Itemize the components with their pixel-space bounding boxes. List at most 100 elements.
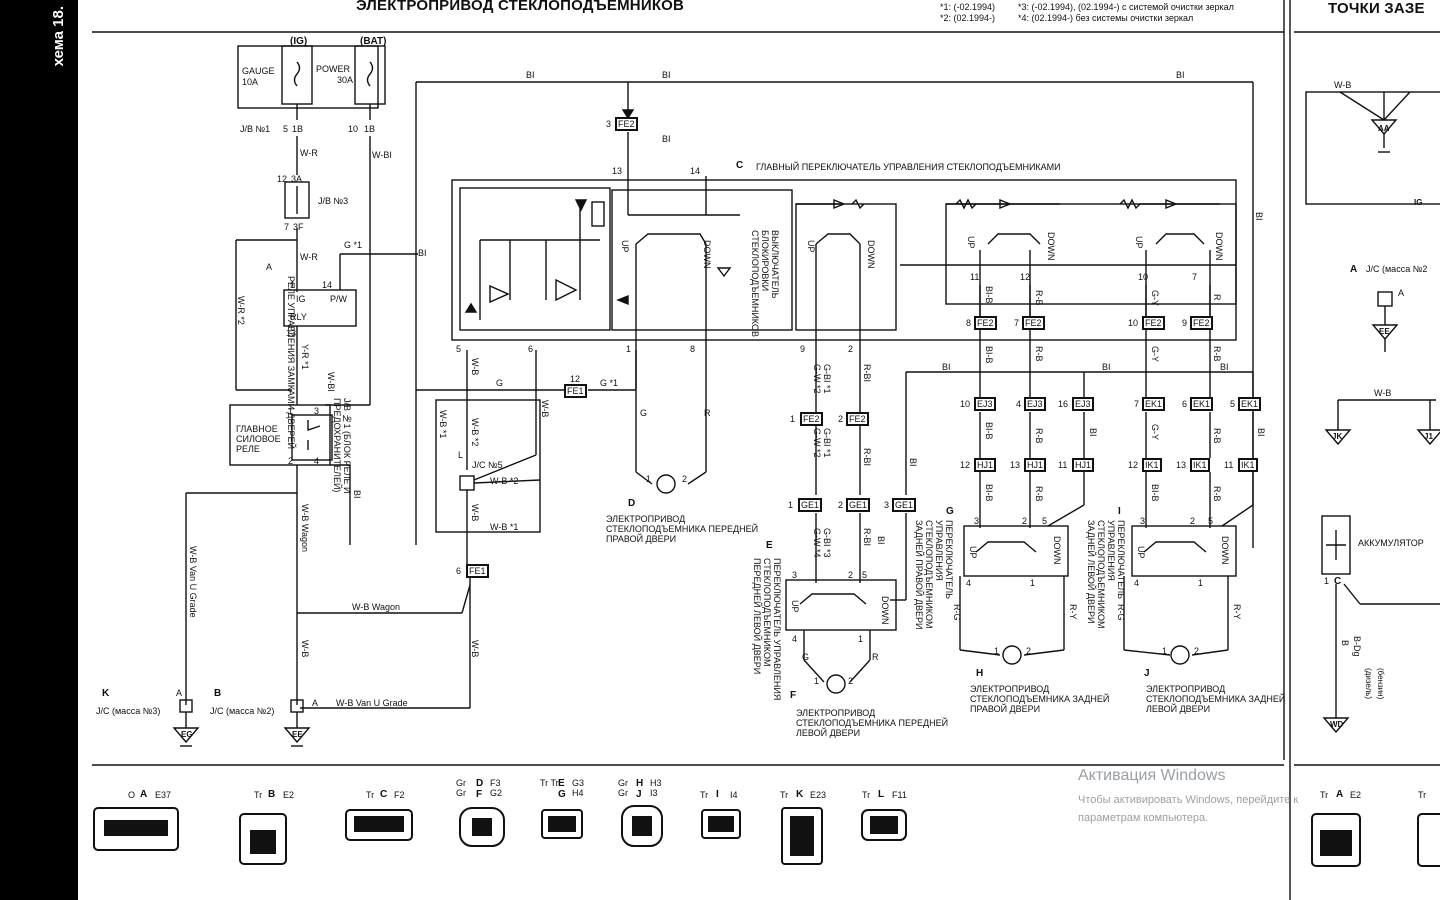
wire-bl-rr: BI bbox=[1088, 428, 1098, 437]
switch-rl-up: UP bbox=[1136, 546, 1146, 559]
right-ground-j1: J1 bbox=[1424, 432, 1433, 441]
wire-wb-left: W-B bbox=[300, 640, 310, 658]
switch-fl-up: UP bbox=[790, 600, 800, 613]
jc5-marker: L bbox=[458, 450, 464, 460]
ek1-pin6: 6 bbox=[1182, 399, 1188, 409]
switch-fl-pin1: 1 bbox=[858, 634, 864, 644]
switch-fl-pin3: 3 bbox=[792, 570, 798, 580]
cv-8-color: Tr bbox=[780, 790, 789, 800]
wire-wbl-top: W-BI bbox=[372, 150, 392, 160]
right-jc-pin: A bbox=[1398, 288, 1405, 298]
switch-fl-down: DOWN bbox=[880, 596, 890, 625]
main-relay-pin1: 1 bbox=[288, 406, 294, 416]
wire-bl-1: BI bbox=[526, 70, 535, 80]
fe2-box-e: FE2 bbox=[1022, 316, 1045, 330]
wire-rb-rl: R-B bbox=[1212, 346, 1222, 362]
wire-wb-wagon: W-B Wagon bbox=[352, 602, 401, 612]
wire-r-fr: R bbox=[704, 408, 711, 418]
wire-gbl1: G-BI *1 bbox=[822, 364, 832, 394]
wire-gbl3: G-BI *3 bbox=[822, 528, 832, 558]
wire-rbl-b: R-BI bbox=[862, 448, 872, 466]
sw-down-3: DOWN bbox=[1046, 232, 1056, 261]
wire-rb-2: R-B bbox=[1034, 346, 1044, 362]
sw-up-1: UP bbox=[620, 240, 630, 253]
wire-blb-2: BI-B bbox=[984, 346, 994, 364]
switch-rl-pin3: 3 bbox=[1140, 516, 1146, 526]
main-switch-marker: C bbox=[736, 160, 744, 171]
wire-wr-top: W-R bbox=[300, 148, 318, 158]
jb3-conn-3f: 3F bbox=[293, 222, 304, 232]
cv-5-code: G3 H4 bbox=[572, 778, 585, 798]
cv-5-marker: E G bbox=[558, 778, 566, 800]
cv-4-code: F3 G2 bbox=[490, 778, 503, 798]
fe2-pin1: 1 bbox=[790, 414, 796, 424]
cv-8-marker: K bbox=[796, 789, 804, 800]
bat-label: (BAT) bbox=[360, 36, 387, 47]
ik1-box-b: IK1 bbox=[1190, 458, 1210, 472]
main-relay-pin3: 3 bbox=[314, 406, 320, 416]
ek1-pin7: 7 bbox=[1134, 399, 1140, 409]
cv-3-marker: C bbox=[380, 789, 388, 800]
wire-wb2: W-B *2 bbox=[490, 476, 519, 486]
switch-rr-pin4: 4 bbox=[966, 578, 972, 588]
wire-bl-5: BI bbox=[418, 248, 427, 258]
wire-wb-low: W-B bbox=[470, 640, 480, 658]
wire-bl-fl: BI bbox=[908, 458, 918, 467]
wire-g-fr: G bbox=[640, 408, 648, 418]
main-pin13: 13 bbox=[612, 166, 623, 176]
watermark-line1: Чтобы активировать Windows, перейдите к bbox=[1078, 794, 1299, 806]
ge1-box-a: GE1 bbox=[798, 498, 823, 512]
main-relay-pin4: 4 bbox=[314, 456, 320, 466]
right-wire-bdg: B-Dg bbox=[1352, 636, 1362, 657]
ground-ee: EE bbox=[292, 730, 303, 739]
wire-yr1: Y-R *1 bbox=[300, 344, 310, 370]
cv-1-color: O bbox=[128, 790, 136, 800]
cv-9-code: F11 bbox=[892, 790, 907, 800]
note-3: *3: (-02.1994), (02.1994-) с системой оч… bbox=[1018, 2, 1234, 12]
wire-bl-relay: BI bbox=[352, 490, 362, 499]
switch-rr-down: DOWN bbox=[1052, 536, 1062, 565]
wire-wb-6: W-B bbox=[540, 400, 550, 418]
main-relay-label: ГЛАВНОЕ СИЛОВОЕ РЕЛЕ bbox=[236, 424, 281, 454]
wire-g-fl: G bbox=[802, 652, 810, 662]
ground-k-pin: A bbox=[176, 688, 183, 698]
relay-pin14: 14 bbox=[322, 280, 333, 290]
fe2-pin8: 8 bbox=[966, 318, 972, 328]
fe2-pin7: 7 bbox=[1014, 318, 1020, 328]
switch-fl-pin4: 4 bbox=[792, 634, 798, 644]
wire-gw4: G-W *4 bbox=[812, 528, 822, 558]
ek1-box-c: EK1 bbox=[1238, 397, 1262, 411]
wire-g: G bbox=[496, 378, 504, 388]
right-jc-marker: A bbox=[1350, 264, 1358, 275]
relay-ctrl-marker: A bbox=[266, 262, 273, 272]
wire-ry-rl: R-Y bbox=[1232, 604, 1242, 620]
wire-r-rl: R bbox=[1212, 294, 1222, 301]
switch-rl-pin5: 5 bbox=[1208, 516, 1214, 526]
jb1-relay-block-note: J/B №1 (БЛОК РЕЛЕ И ПРЕДОХРАНИТЕЛЕЙ) bbox=[332, 398, 352, 494]
wire-ry-rr: R-Y bbox=[1068, 604, 1078, 620]
ge1-box-c: GE1 bbox=[892, 498, 917, 512]
switch-rl-pin4: 4 bbox=[1134, 578, 1140, 588]
jb3-pin12: 12 bbox=[277, 174, 288, 184]
wire-rg-rl: R-G bbox=[1116, 604, 1126, 621]
motor-fr-pin2: 2 bbox=[682, 474, 688, 484]
wire-bl-bus-2: BI bbox=[1102, 362, 1111, 372]
motor-rl-label: ЭЛЕКТРОПРИВОД СТЕКЛОПОДЪЕМНИКА ЗАДНЕЙ ЛЕ… bbox=[1146, 684, 1286, 714]
right-ground-wd: WD bbox=[1330, 720, 1344, 729]
cv-7-color: Tr bbox=[700, 790, 709, 800]
wire-gy-3: G-Y bbox=[1150, 424, 1160, 441]
wire-gy-2: G-Y bbox=[1150, 346, 1160, 363]
ek1-box-b: EK1 bbox=[1190, 397, 1214, 411]
main-pin14: 14 bbox=[690, 166, 701, 176]
wire-wb2-side: W-B *2 bbox=[470, 418, 480, 447]
right-wire-b: B bbox=[1340, 640, 1350, 647]
ge1-pin2: 2 bbox=[838, 500, 844, 510]
fe2-pin2: 2 bbox=[838, 414, 844, 424]
battery-pin: 1 bbox=[1324, 576, 1330, 586]
ej3-box-b: EJ3 bbox=[1024, 397, 1046, 411]
relay-pin1: 1 bbox=[290, 280, 296, 290]
switch-rr-pin3: 3 bbox=[974, 516, 980, 526]
main-pin9: 9 bbox=[800, 344, 806, 354]
wire-bl-2: BI bbox=[662, 70, 671, 80]
